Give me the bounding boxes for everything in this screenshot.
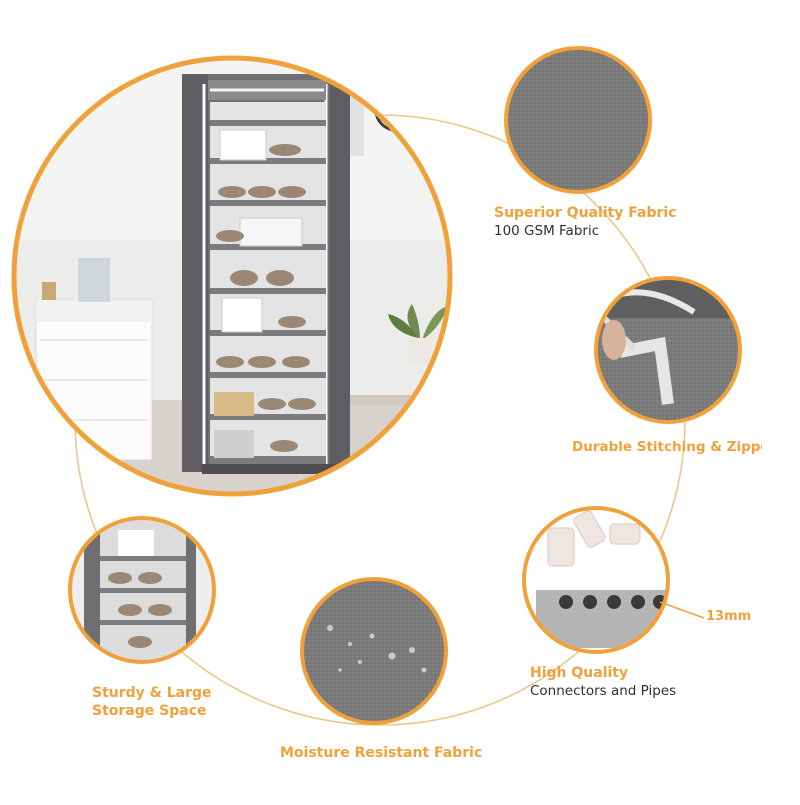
connectors-subtitle: Connectors and Pipes — [530, 683, 677, 699]
connectors-pipes-photo — [522, 506, 705, 654]
product-photo — [11, 55, 453, 497]
storage-title-line1: Sturdy & Large — [92, 685, 212, 701]
fabric-swatch — [504, 46, 652, 194]
fabric-title: Superior Quality Fabric — [494, 205, 677, 221]
stitching-title: Durable Stitching & Zippers — [572, 439, 762, 455]
shoe-rack — [182, 74, 350, 474]
wall-clock — [374, 88, 418, 132]
storage-detail-photo — [68, 516, 216, 664]
moisture-label: Moisture Resistant Fabric — [280, 744, 482, 762]
moisture-title: Moisture Resistant Fabric — [280, 745, 483, 761]
storage-title-line2: Storage Space — [92, 703, 207, 719]
moisture-fabric-swatch — [300, 577, 448, 725]
stitching-detail — [594, 276, 742, 424]
stitching-label: Durable Stitching & Zippers — [572, 438, 762, 456]
connectors-title: High Quality — [530, 665, 629, 681]
fabric-label: Superior Quality Fabric 100 GSM Fabric — [494, 204, 677, 240]
storage-label: Sturdy & Large Storage Space — [92, 684, 212, 720]
fabric-subtitle: 100 GSM Fabric — [494, 223, 600, 239]
potted-plant — [388, 304, 448, 364]
connectors-label: High Quality Connectors and Pipes — [530, 664, 676, 700]
pipe-size-label: 13mm — [706, 609, 752, 624]
